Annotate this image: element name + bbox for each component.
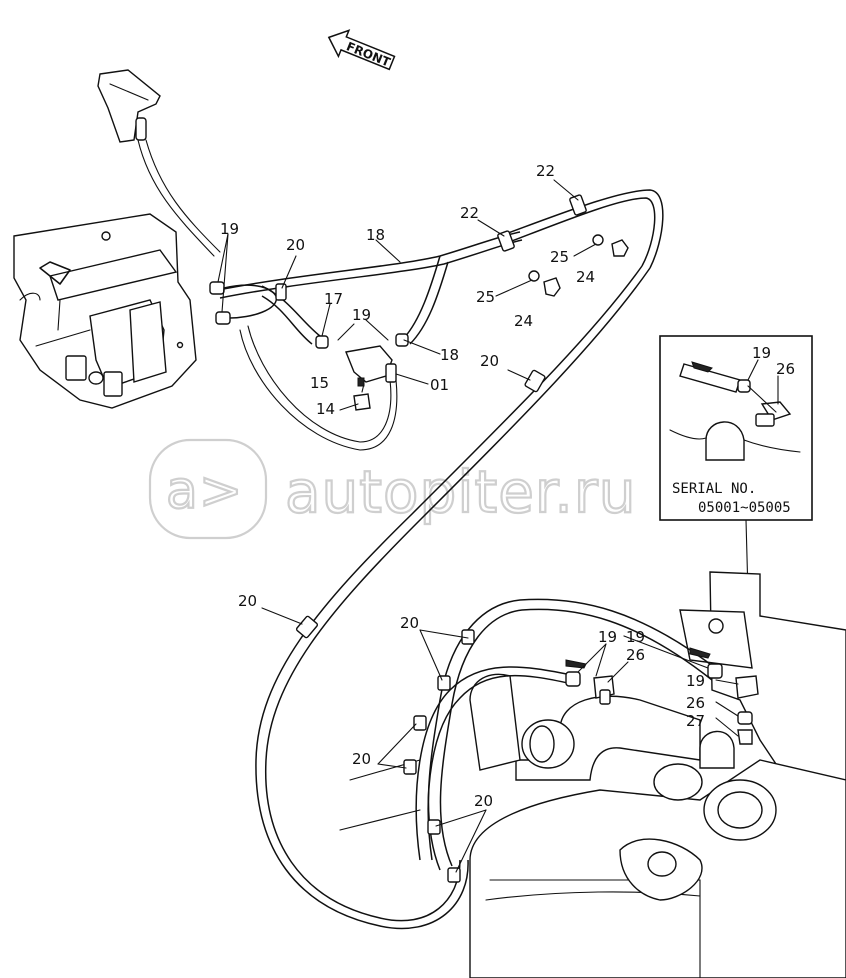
main-hose (255, 265, 651, 930)
washer-tank-assembly (13, 69, 197, 409)
callout-19: 19 (598, 628, 617, 646)
callout-22: 22 (536, 162, 555, 180)
serial-line1: SERIAL NO. (672, 481, 756, 497)
engine-assembly (339, 571, 846, 978)
callout-17: 17 (324, 290, 343, 308)
leader-lines (217, 179, 739, 873)
callout-26: 26 (686, 694, 705, 712)
callout-25: 25 (476, 288, 495, 306)
callout-19: 19 (686, 672, 705, 690)
callout-19: 19 (220, 220, 239, 238)
callout-18: 18 (440, 346, 459, 364)
callout-19: 19 (626, 628, 645, 646)
callout-24: 24 (576, 268, 595, 286)
callout-20: 20 (474, 792, 493, 810)
callout-14: 14 (316, 400, 335, 418)
callout-20: 20 (238, 592, 257, 610)
serial-inset: SERIAL NO. 05001~05005 (659, 335, 813, 669)
callout-19: 19 (752, 344, 771, 362)
callout-24: 24 (514, 312, 533, 330)
callout-18: 18 (366, 226, 385, 244)
callout-25: 25 (550, 248, 569, 266)
serial-line2: 05001~05005 (698, 500, 791, 516)
callout-labels: 19 20 18 17 19 18 01 15 14 22 22 25 24 2… (220, 162, 795, 810)
callout-20: 20 (352, 750, 371, 768)
svg-text:a>: a> (166, 461, 243, 521)
callout-20: 20 (480, 352, 499, 370)
callout-26: 26 (776, 360, 795, 378)
callout-01: 01 (430, 376, 449, 394)
watermark: a> autopiter.ru (148, 438, 637, 540)
lower-hoses (403, 598, 759, 883)
watermark-text: autopiter.ru (285, 458, 636, 526)
callout-27: 27 (686, 712, 705, 730)
callout-22: 22 (460, 204, 479, 222)
callout-15: 15 (310, 374, 329, 392)
callout-20: 20 (400, 614, 419, 632)
callout-20: 20 (286, 236, 305, 254)
callout-19: 19 (352, 306, 371, 324)
front-label: FRONT (344, 39, 393, 69)
front-arrow-icon: FRONT (327, 29, 396, 71)
callout-26: 26 (626, 646, 645, 664)
upper-hoses (137, 139, 664, 451)
